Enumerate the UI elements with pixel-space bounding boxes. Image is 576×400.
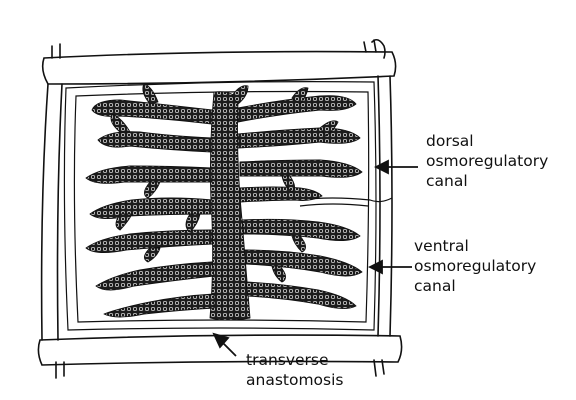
transverse-label-line-2: anastomosis bbox=[246, 371, 344, 389]
ventral-label-line-3: canal bbox=[414, 277, 456, 295]
branched-uterus bbox=[85, 83, 363, 321]
ventral-label-line-2: osmoregulatory bbox=[414, 257, 537, 275]
ventral-label-line-1: ventral bbox=[414, 237, 469, 255]
ventral-canal-label: ventral osmoregulatory canal bbox=[414, 236, 536, 296]
dorsal-canal-label: dorsal osmoregulatory canal bbox=[426, 131, 548, 191]
dorsal-label-line-2: osmoregulatory bbox=[426, 152, 549, 170]
transverse-label-line-1: transverse bbox=[246, 351, 329, 369]
canal-outline bbox=[63, 81, 393, 331]
transverse-anastomosis-label: transverse anastomosis bbox=[246, 350, 344, 390]
pointer-arrows bbox=[212, 159, 418, 357]
dorsal-label-line-1: dorsal bbox=[426, 132, 474, 150]
dorsal-label-line-3: canal bbox=[426, 172, 468, 190]
